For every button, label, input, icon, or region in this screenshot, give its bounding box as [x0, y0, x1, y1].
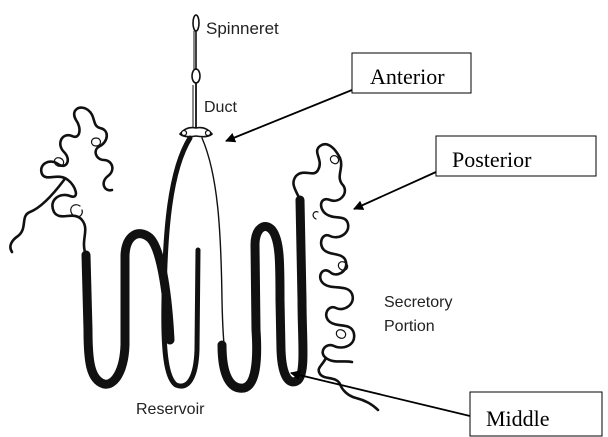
- secretory-label-line2: Portion: [384, 318, 435, 335]
- anterior-callout-text: Anterior: [370, 64, 445, 89]
- anterior-callout: Anterior: [352, 53, 471, 93]
- secretory-label-line1: Secretory: [384, 294, 452, 311]
- posterior-callout-text: Posterior: [452, 147, 532, 172]
- middle-callout-text: Middle: [486, 406, 550, 431]
- spinneret-label: Spinneret: [206, 19, 279, 38]
- reservoir-center-loop: [164, 138, 255, 386]
- anterior-arrow: [226, 90, 352, 141]
- reservoir-left-loops: [86, 234, 170, 385]
- reservoir-label: Reservoir: [136, 401, 205, 418]
- middle-callout: Middle: [470, 392, 602, 436]
- posterior-callout: Posterior: [436, 136, 596, 176]
- middle-arrow: [291, 373, 470, 416]
- secretory-portion-left: [10, 108, 112, 255]
- reservoir-right-loops: [222, 200, 303, 388]
- posterior-arrow: [354, 172, 436, 209]
- duct-label: Duct: [204, 99, 237, 116]
